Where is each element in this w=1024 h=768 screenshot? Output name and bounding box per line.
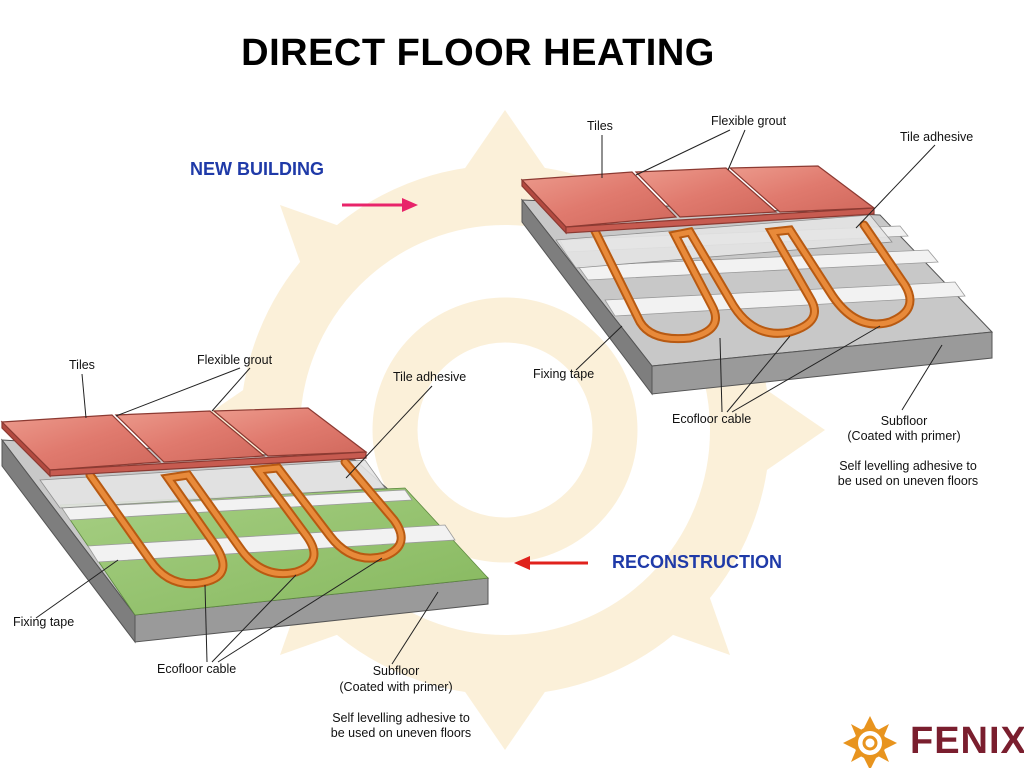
fenix-sun-logo-icon [843, 716, 897, 768]
tiles-layer [0, 407, 368, 478]
diagram-new-building [520, 129, 994, 413]
label-tiles-new: Tiles [587, 119, 613, 133]
reconstruction-heading: RECONSTRUCTION [612, 552, 782, 572]
new-building-heading: NEW BUILDING [190, 159, 324, 179]
label-flexible-grout-recon: Flexible grout [197, 353, 273, 367]
tile [114, 410, 266, 463]
label-ecofloor-cable-recon: Ecofloor cable [157, 662, 237, 676]
leader-lines [575, 129, 943, 413]
label-uneven-floors-recon: be used on uneven floors [330, 726, 472, 740]
label-subfloor-primer-new: (Coated with primer) [847, 429, 961, 443]
arrow-right-icon [342, 198, 418, 212]
label-tiles-recon: Tiles [69, 358, 95, 372]
ecofloor-cable-icon [587, 220, 915, 344]
subfloor-side [521, 198, 653, 396]
label-subfloor-primer-recon: (Coated with primer) [339, 680, 453, 694]
label-flexible-grout-new: Flexible grout [711, 114, 787, 128]
label-fixing-tape-recon: Fixing tape [13, 615, 75, 629]
arrow-left-icon [514, 556, 588, 570]
label-tile-adhesive-new: Tile adhesive [900, 130, 974, 144]
label-uneven-floors-new: be used on uneven floors [837, 474, 979, 488]
label-ecofloor-cable-new: Ecofloor cable [672, 412, 752, 426]
subfloor-side [1, 438, 136, 644]
tiles-layer [520, 165, 876, 235]
fenix-logo-text: FENIX [910, 720, 1024, 762]
page-title: DIRECT FLOOR HEATING [241, 32, 715, 74]
label-self-levelling-new: Self levelling adhesive to [839, 459, 977, 473]
label-fixing-tape-new: Fixing tape [533, 367, 595, 381]
leader-lines [35, 367, 439, 665]
label-self-levelling-recon: Self levelling adhesive to [332, 711, 470, 725]
label-tile-adhesive-recon: Tile adhesive [393, 370, 467, 384]
tile [634, 167, 778, 218]
ecofloor-cable-icon [85, 457, 406, 589]
diagram-reconstruction [0, 367, 490, 665]
label-subfloor-new: Subfloor [880, 414, 928, 428]
label-subfloor-recon: Subfloor [372, 664, 420, 678]
tile-adhesive-sheet [555, 214, 893, 269]
